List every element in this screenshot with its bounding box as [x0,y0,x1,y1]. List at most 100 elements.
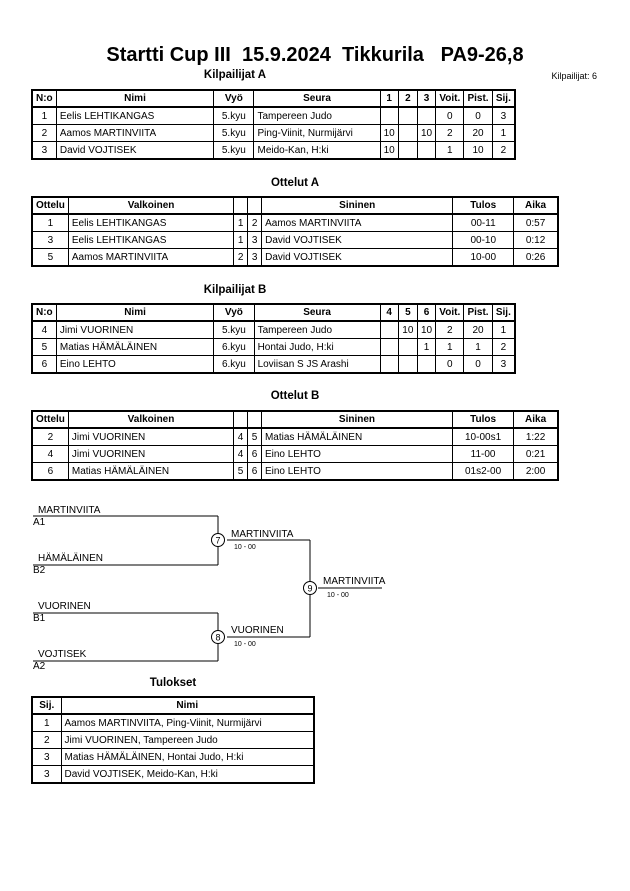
table-cell: Aamos MARTINVIITA, Ping-Viinit, Nurmijär… [60,713,315,732]
table-cell: 6.kyu [213,355,255,374]
table-cell: Jimi VUORINEN [67,445,235,463]
participant-count: Kilpailijat: 6 [551,71,597,81]
table-cell [416,355,437,374]
table-cell: Aamos MARTINVIITA [67,248,235,267]
semi-score: 10 - 00 [234,641,256,648]
table-cell: 2 [491,141,516,160]
column-header: Pist. [463,89,493,108]
entrant-name: HÄMÄLÄINEN [38,552,103,564]
table-cell: Aamos MARTINVIITA [55,124,215,142]
column-header: Ottelu [31,410,69,429]
column-header: 1 [379,89,399,108]
column-header: Sij. [31,696,62,715]
semi-winner: MARTINVIITA [231,529,294,540]
final-winner: MARTINVIITA [323,576,386,587]
table-cell: 2:00 [513,462,559,481]
header-row: Sij.Nimi [31,696,315,715]
column-header: Vyö [213,303,255,322]
column-header: 3 [416,89,437,108]
column-header: Aika [513,196,559,215]
table-cell: David VOJTISEK, Meido-Kan, H:ki [60,765,315,784]
table-cell: 5.kyu [213,141,255,160]
matches-a-title: Ottelut A [270,177,320,189]
table-cell: 2 [31,731,62,749]
table-cell: 3 [31,141,57,160]
column-header: Nimi [55,89,215,108]
column-header: Nimi [60,696,315,715]
table-cell: 1 [416,338,437,356]
table-cell: Jimi VUORINEN, Tampereen Judo [60,731,315,749]
table-cell [416,141,437,160]
column-header: Sij. [491,303,516,322]
column-header: 6 [416,303,437,322]
semi-winner: VUORINEN [231,625,284,636]
table-cell: 5.kyu [213,124,255,142]
table-cell: Ping-Viinit, Nurmijärvi [253,124,381,142]
column-header: N:o [31,89,57,108]
table-cell: 0:12 [513,231,559,249]
column-header: Nimi [55,303,215,322]
pool-a-title: Kilpailijat A [203,69,267,81]
table-cell: 2 [233,248,249,267]
column-header: Ottelu [31,196,69,215]
table-cell: 10 [463,141,493,160]
column-header: Tulos [452,196,515,215]
table-cell: 6 [31,462,69,481]
match-number: 8 [215,633,220,643]
table-cell: 2 [435,124,465,142]
table-cell: 20 [463,124,493,142]
column-header: Valkoinen [67,196,235,215]
table-cell: 5 [31,338,57,356]
table-cell: 0 [463,355,493,374]
table-cell: 3 [31,748,62,766]
table-cell: Matias HÄMÄLÄINEN, Hontai Judo, H:ki [60,748,315,766]
table-cell: Matias HÄMÄLÄINEN [67,462,235,481]
column-header: N:o [31,303,57,322]
final-score: 10 - 00 [327,592,349,599]
match-number: 9 [307,584,312,594]
entrant-name: MARTINVIITA [38,505,101,516]
results-title: Tulokset [149,677,197,689]
table-cell: 2 [491,338,516,356]
table-cell: 1 [463,338,493,356]
table-cell: Hontai Judo, H:ki [253,338,381,356]
table-cell: 1 [491,124,516,142]
entrant-seed: B1 [33,613,46,624]
column-header: Vyö [213,89,255,108]
table-cell: 3 [491,355,516,374]
table-cell: 1 [435,141,465,160]
entrant-seed: A1 [33,517,46,528]
entrant-seed: A2 [33,661,46,672]
table-cell: David VOJTISEK [261,248,454,267]
table-cell: 3 [31,765,62,784]
table-cell: David VOJTISEK [261,231,454,249]
table-cell: 0:26 [513,248,559,267]
table-cell: 6 [31,355,57,374]
table-cell: 10 [379,141,399,160]
table-cell: 4 [31,445,69,463]
match-number: 7 [215,536,220,546]
table-cell: 10 [379,124,399,142]
column-header: Sininen [261,196,454,215]
entrant-name: VOJTISEK [38,649,87,660]
table-cell: 5 [233,462,249,481]
table-cell: 3 [31,231,69,249]
table-cell: 11-00 [451,445,515,463]
entrant-name: VUORINEN [38,601,91,612]
